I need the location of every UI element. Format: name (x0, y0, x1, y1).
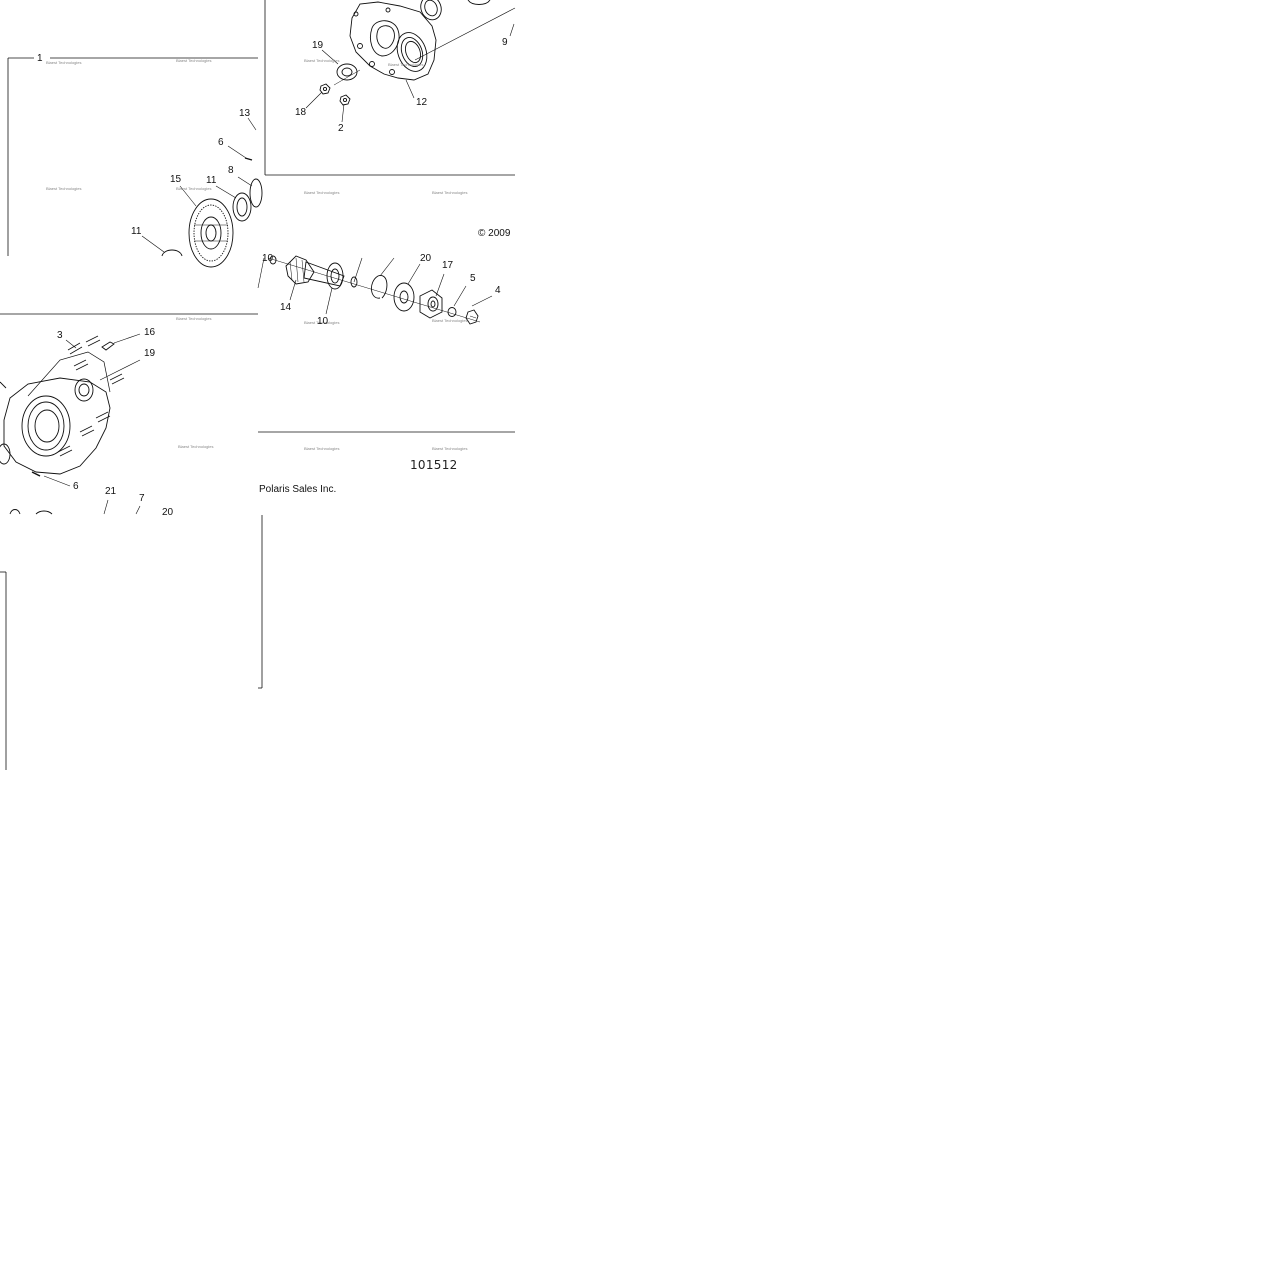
callout-6-lower: 6 (73, 481, 79, 492)
callout-21: 21 (105, 486, 117, 497)
callout-6-top: 6 (218, 137, 224, 148)
callout-7: 7 (139, 493, 145, 504)
callout-11-upper: 11 (206, 175, 217, 186)
diagram-number: 101512 (410, 458, 458, 472)
company-label: Polaris Sales Inc. (259, 484, 337, 495)
callout-12: 12 (416, 97, 428, 108)
callout-10-right: 10 (317, 316, 329, 327)
callout-19-lower: 19 (144, 348, 156, 359)
watermark: Blaest Technologies (432, 190, 468, 195)
watermark: Blaest Technologies (176, 58, 212, 63)
callout-2: 2 (338, 123, 344, 134)
copyright-label: © 2009 (478, 228, 511, 239)
callout-3: 3 (57, 330, 63, 341)
housing-top-right (319, 0, 516, 106)
callout-16: 16 (144, 327, 156, 338)
watermark: Blaest Technologies (176, 316, 212, 321)
watermark: Blaest Technologies (304, 58, 340, 63)
watermark: Blaest Technologies (304, 446, 340, 451)
watermark: Blaest Technologies (46, 60, 82, 65)
panel-frames (0, 0, 515, 770)
watermark: Blaest Technologies (432, 318, 468, 323)
watermark: Blaest Technologies (304, 190, 340, 195)
leader-lines (43, 23, 515, 487)
callout-18: 18 (295, 107, 307, 118)
watermark: Blaest Technologies (432, 446, 468, 451)
watermark: Blaest Technologies (178, 444, 214, 449)
callout-11-lower: 11 (131, 226, 142, 237)
callout-1: 1 (37, 53, 43, 64)
callout-4: 4 (495, 285, 501, 296)
watermark: Blaest Technologies (176, 186, 212, 191)
watermark: Blaest Technologies (388, 62, 424, 67)
pinion-shaft-assembly (267, 255, 481, 325)
watermark: Blaest Technologies (46, 186, 82, 191)
ring-gear-assembly (161, 117, 263, 268)
watermark: Blaest Technologies (304, 320, 340, 325)
callout-8: 8 (228, 165, 234, 176)
callout-20-top: 20 (420, 253, 432, 264)
callout-13: 13 (239, 108, 251, 119)
callout-9: 9 (502, 37, 508, 48)
callout-20-lower: 20 (162, 507, 174, 518)
cover-assembly (0, 333, 141, 515)
callout-10-left: 10 (262, 253, 274, 264)
callout-17: 17 (442, 260, 454, 271)
callout-15: 15 (170, 174, 182, 185)
callout-5: 5 (470, 273, 476, 284)
callout-14: 14 (280, 302, 292, 313)
callout-19-top: 19 (312, 40, 324, 51)
